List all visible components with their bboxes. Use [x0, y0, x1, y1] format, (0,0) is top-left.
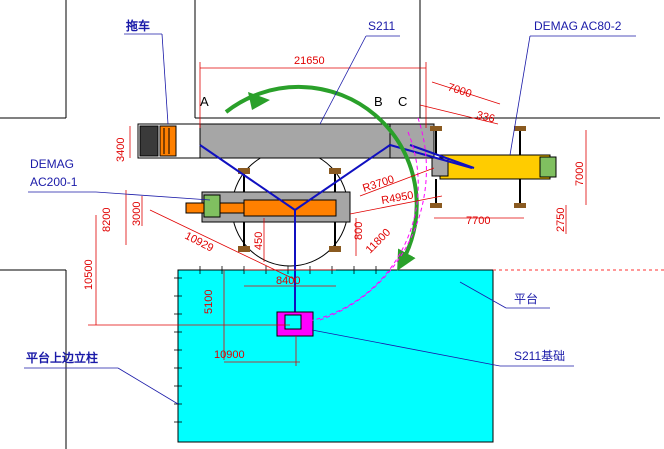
dimension-lines [88, 62, 587, 366]
dim-336: 336 [475, 109, 496, 125]
tow-truck-icon [137, 123, 201, 159]
label-s211-foundation: S211基础 [514, 349, 565, 363]
swing-path-arrow [224, 84, 419, 271]
dim-8200: 8200 [101, 208, 113, 232]
dim-21650: 21650 [294, 55, 325, 67]
dim-r3700: R3700 [361, 173, 396, 194]
point-b: B [374, 94, 383, 109]
label-platform: 平台 [514, 291, 538, 306]
dim-10900: 10900 [214, 349, 245, 361]
dim-10500: 10500 [83, 259, 95, 290]
dim-7700: 7700 [466, 215, 490, 227]
s211-foundation [276, 311, 314, 337]
label-tow-truck: 拖车 [126, 18, 150, 33]
callout-leaders [24, 33, 636, 405]
label-s211: S211 [368, 19, 395, 33]
dim-7000-top: 7000 [446, 81, 473, 100]
dim-3400: 3400 [115, 138, 127, 162]
label-demag-ac200-line1: DEMAG [30, 157, 74, 171]
mobile-crane-icon-ac80 [430, 126, 557, 208]
label-demag-ac80: DEMAG AC80-2 [534, 19, 622, 33]
platform [177, 269, 494, 443]
point-a: A [200, 94, 209, 109]
point-c: C [398, 94, 407, 109]
radius-arcs [304, 117, 427, 323]
dim-7000-right: 7000 [574, 162, 586, 186]
swing-arrow-start [248, 92, 270, 110]
label-platform-column: 平台上边立柱 [26, 350, 98, 365]
label-demag-ac200-line2: AC200-1 [30, 175, 78, 189]
s211-module [199, 123, 391, 159]
dim-r4950: R4950 [380, 190, 414, 207]
dim-5100: 5100 [203, 290, 215, 314]
dim-450: 450 [253, 232, 265, 250]
dim-3000: 3000 [131, 202, 143, 226]
dim-11800: 11800 [364, 227, 394, 257]
dim-2750: 2750 [555, 208, 567, 232]
dim-800: 800 [353, 222, 365, 240]
dim-8400: 8400 [276, 275, 300, 287]
